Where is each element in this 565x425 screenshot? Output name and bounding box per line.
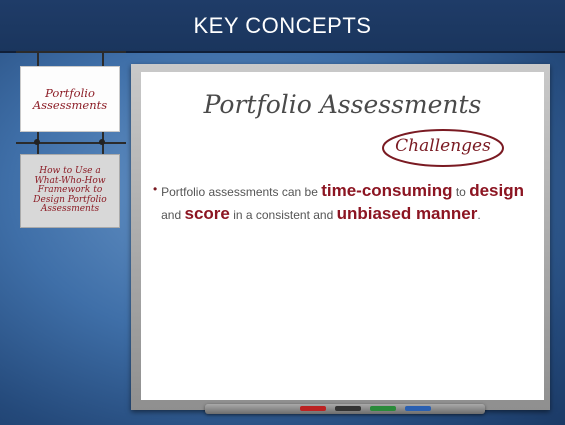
card-knob <box>34 139 40 145</box>
card-string <box>37 51 39 66</box>
header-title: KEY CONCEPTS <box>193 12 372 38</box>
board-subtitle: Challenges <box>395 136 491 156</box>
header-bar: KEY CONCEPTS <box>0 0 565 53</box>
card-string <box>102 51 104 66</box>
bullet-emphasis: design <box>469 181 524 200</box>
red-marker-icon[interactable] <box>300 406 326 411</box>
bullet-segment: in a consistent and <box>229 208 337 222</box>
card-rail <box>16 142 126 144</box>
bullet-text: Portfolio assessments can be time-consum… <box>161 180 539 226</box>
challenge-oval-icon <box>382 129 504 167</box>
sidebar-card-portfolio-assessments[interactable]: Portfolio Assessments <box>20 66 120 132</box>
card-knob <box>99 139 105 145</box>
blue-marker-icon[interactable] <box>405 406 431 411</box>
bullet-emphasis: score <box>184 204 230 223</box>
bullet-segment: to <box>452 185 470 199</box>
card-rail <box>16 51 126 53</box>
bullet-emphasis: unbiased manner <box>336 204 478 223</box>
sidebar-card-label: Portfolio Assessments <box>32 85 108 112</box>
black-marker-icon[interactable] <box>335 406 361 411</box>
bullet-segment: . <box>477 208 481 222</box>
bullet-icon: • <box>152 182 158 196</box>
sidebar-card-framework[interactable]: How to Use a What-Who-How Framework to D… <box>20 154 120 228</box>
bullet-segment: and <box>161 208 185 222</box>
board-title: Portfolio Assessments <box>203 90 482 119</box>
bullet-emphasis: time-consuming <box>321 181 453 200</box>
bullet-segment: Portfolio assessments can be <box>161 185 322 199</box>
sidebar-card-label: How to Use a What-Who-How Framework to D… <box>33 166 107 215</box>
bullet-item: • Portfolio assessments can be time-cons… <box>149 180 539 226</box>
whiteboard: Portfolio Assessments Challenges • Portf… <box>141 72 544 400</box>
green-marker-icon[interactable] <box>370 406 396 411</box>
